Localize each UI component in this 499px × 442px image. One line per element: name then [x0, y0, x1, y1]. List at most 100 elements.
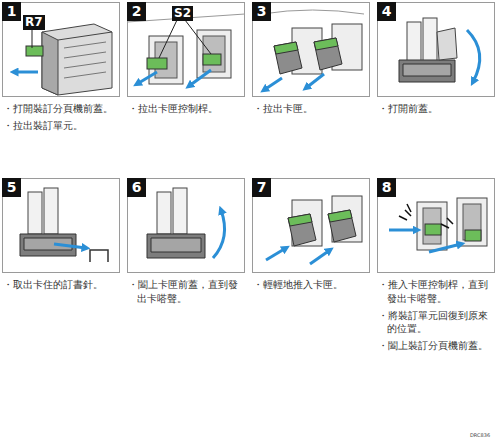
illustration-part [58, 32, 112, 40]
illustration-part [425, 224, 441, 235]
step-number: 6 [127, 178, 146, 197]
step-caption: ・推入卡匣控制桿，直到發出卡嗒聲。 [378, 278, 492, 306]
illustration-part [403, 64, 451, 76]
caption-group: ・闔上卡匣前蓋，直到發出卡嗒聲。 [128, 278, 242, 309]
illustration-part [417, 202, 447, 250]
illustration-part [399, 60, 455, 82]
step-caption: ・拉出裝訂單元。 [3, 119, 117, 133]
lever-push-illustration [389, 198, 487, 252]
step-caption: ・將裝訂單元回復到原來的位置。 [378, 309, 492, 337]
illustration-part [389, 229, 417, 232]
illustration-part [90, 250, 108, 262]
illustration-part [314, 38, 338, 50]
illustration-part [429, 244, 461, 252]
illustration-part [42, 24, 112, 95]
illustration-part [264, 78, 282, 90]
caption-group: ・拉出卡匣控制桿。 [128, 102, 242, 119]
illustration-part [423, 208, 441, 244]
callout-label: R7 [25, 15, 43, 29]
front-cover-illustration [399, 18, 480, 82]
step-panel: 5・取出卡住的訂書針。 [2, 178, 120, 273]
illustration-part [42, 32, 58, 95]
caption-group: ・輕輕地推入卡匣。 [253, 278, 367, 295]
step-panel: 8・推入卡匣控制桿，直到發出卡嗒聲。・將裝訂單元回復到原來的位置。・闔上裝訂分頁… [377, 178, 495, 273]
step-number: 1 [2, 2, 21, 21]
illustration-part [274, 42, 302, 74]
illustration-part [203, 54, 221, 65]
illustration-part [44, 188, 58, 234]
illustration-part [151, 238, 201, 252]
callout-tag: S2 [172, 6, 193, 21]
illustration-part [14, 71, 38, 74]
illustration-part [197, 30, 231, 78]
illustration-part [26, 46, 43, 56]
illustration-part [147, 234, 205, 258]
step-number: 5 [2, 178, 21, 197]
step-caption: ・取出卡住的訂書針。 [3, 278, 117, 292]
step-number: 3 [252, 2, 271, 21]
step-number: 2 [127, 2, 146, 21]
caption-group: ・打開前蓋。 [378, 102, 492, 119]
illustration-part [274, 42, 298, 54]
figure-code: DRC836 [470, 432, 490, 438]
illustration-part [314, 38, 342, 70]
step-number: 8 [377, 178, 396, 197]
cartridge-insert-illustration [266, 196, 362, 264]
jam-removal-illustration [20, 188, 108, 262]
illustration-part [407, 22, 421, 62]
illustration-part [266, 248, 286, 260]
step-caption: ・闔上裝訂分頁機前蓋。 [378, 339, 492, 353]
illustration-part [457, 198, 487, 246]
illustration-part [465, 230, 481, 241]
step-caption: ・輕輕地推入卡匣。 [253, 278, 367, 292]
illustration-part [159, 20, 211, 58]
cartridge-pull-illustration [262, 10, 364, 90]
illustration-part [189, 70, 211, 86]
step-panel: 4・打開前蓋。 [377, 2, 495, 97]
illustration-part [203, 36, 225, 72]
illustration-part [328, 210, 352, 222]
illustration-part [137, 72, 157, 84]
caption-group: ・拉出卡匣。 [253, 102, 367, 119]
step-caption: ・打開裝訂分頁機前蓋。 [3, 102, 117, 116]
illustration-part [262, 10, 364, 14]
staple-unit-illustration [14, 24, 112, 95]
illustration-part [306, 74, 324, 88]
illustration-part [54, 244, 86, 248]
step-panel: 3・拉出卡匣。 [252, 2, 370, 97]
step-caption: ・打開前蓋。 [378, 102, 492, 116]
illustration-part [288, 214, 312, 226]
illustration-part [399, 204, 453, 228]
illustration-part [28, 192, 42, 234]
illustration-part [463, 204, 481, 240]
illustration-part [328, 210, 356, 242]
caption-group: ・打開裝訂分頁機前蓋。・拉出裝訂單元。 [3, 102, 117, 136]
callout-tag: R7 [23, 15, 45, 30]
illustration-part [64, 42, 106, 78]
illustration-part [213, 210, 225, 258]
step-caption: ・闔上卡匣前蓋，直到發出卡嗒聲。 [128, 278, 242, 306]
step-number: 4 [377, 2, 396, 21]
illustration-part [437, 28, 457, 60]
caption-group: ・推入卡匣控制桿，直到發出卡嗒聲。・將裝訂單元回復到原來的位置。・闔上裝訂分頁機… [378, 278, 492, 356]
illustration-part [423, 18, 437, 62]
illustration-part [147, 58, 167, 69]
callout-label: S2 [174, 6, 191, 20]
illustration-part [173, 188, 187, 234]
step-panel: 7・輕輕地推入卡匣。 [252, 178, 370, 273]
close-cover-illustration [147, 188, 225, 258]
caption-group: ・取出卡住的訂書針。 [3, 278, 117, 295]
illustration-part [157, 192, 171, 234]
step-caption: ・拉出卡匣控制桿。 [128, 102, 242, 116]
illustration-part [310, 250, 330, 264]
step-caption: ・拉出卡匣。 [253, 102, 367, 116]
illustration-part [288, 214, 316, 246]
illustration-part [467, 30, 480, 82]
lever-illustration [127, 14, 245, 86]
step-panel: 2・拉出卡匣控制桿。S2 [127, 2, 245, 97]
step-number: 7 [252, 178, 271, 197]
step-panel: 6・闔上卡匣前蓋，直到發出卡嗒聲。 [127, 178, 245, 273]
illustration-part [32, 29, 33, 48]
